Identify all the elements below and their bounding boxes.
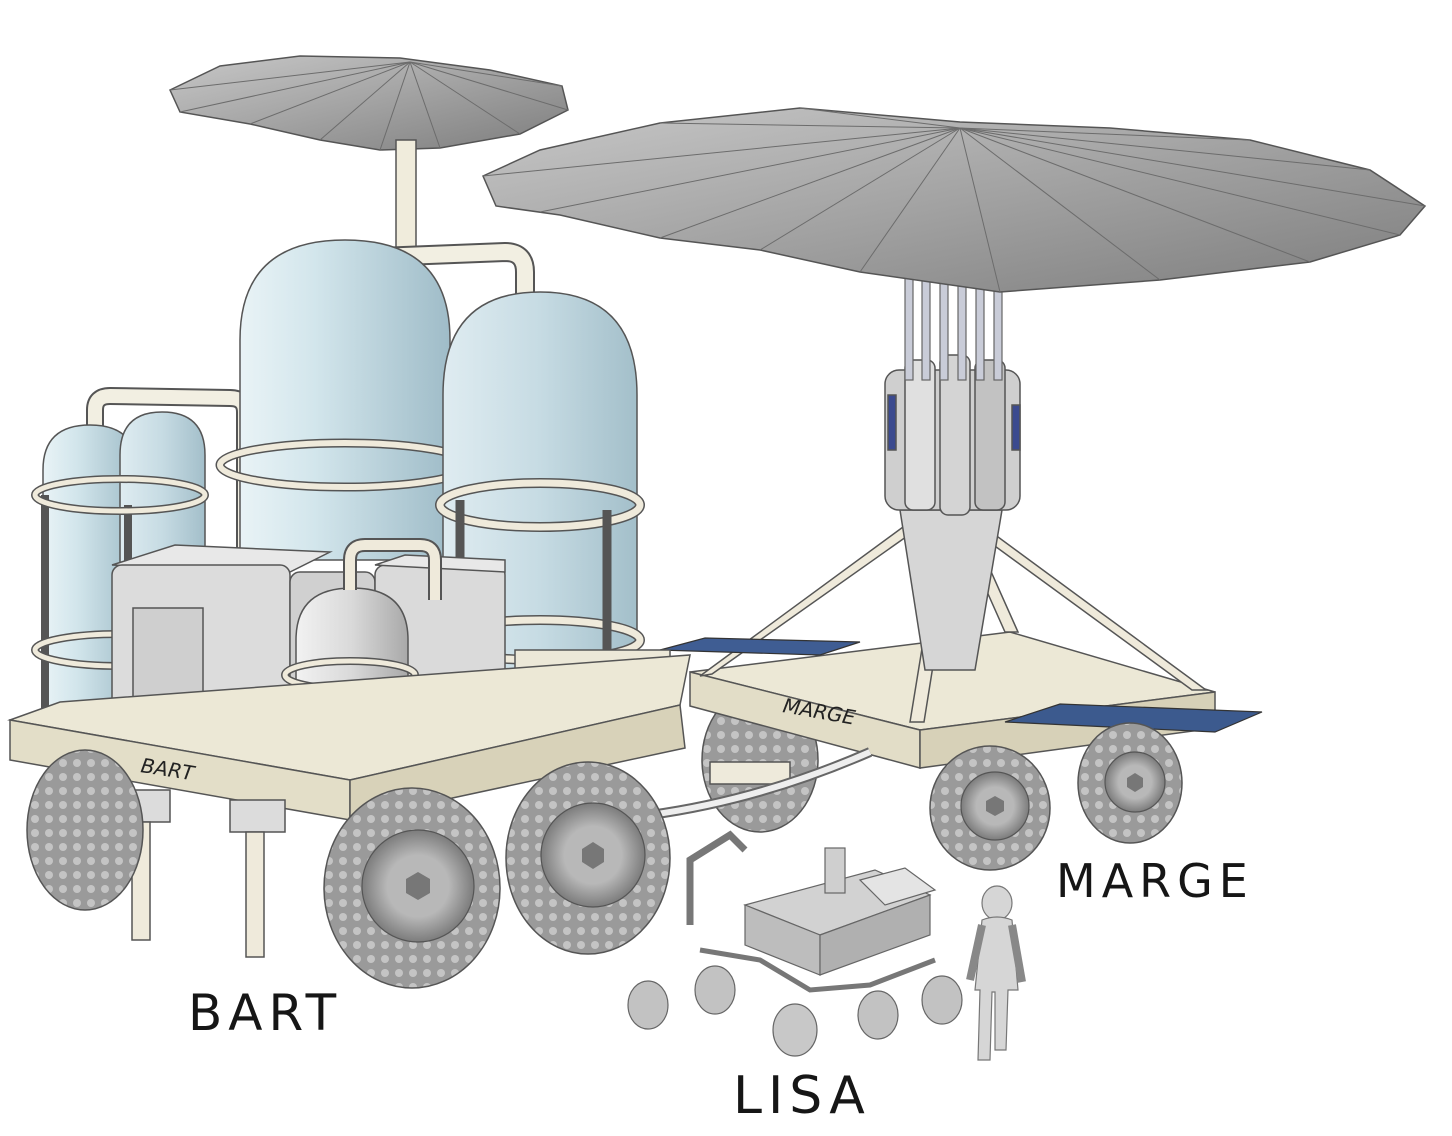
- lisa-rover: [627, 830, 963, 1057]
- bart-tank-large-back: [239, 239, 451, 561]
- marge-wheel-front-left: [929, 745, 1051, 871]
- astronaut-figure: [966, 885, 1026, 1061]
- marge-wheel-front-right: [1077, 722, 1183, 844]
- label-bart: BART: [188, 984, 343, 1042]
- bart-radiator-umbrella: [169, 55, 569, 151]
- marge-reactor-module: [884, 354, 1021, 516]
- marge-solar-panel-left: [659, 637, 861, 656]
- bart-wheel-front-right: [505, 761, 671, 955]
- label-marge: MARGE: [1056, 854, 1254, 908]
- marge-hitch: [649, 747, 872, 820]
- lisa-wheels: [627, 965, 963, 1057]
- label-lisa: LISA: [733, 1066, 871, 1126]
- bart-wheel-front-left: [323, 787, 501, 989]
- marge-radiator-umbrella: [482, 107, 1427, 293]
- marge-rover: MARGE: [482, 107, 1427, 871]
- bart-rover: BART: [7, 55, 691, 989]
- bart-wheel-rear: [26, 749, 144, 911]
